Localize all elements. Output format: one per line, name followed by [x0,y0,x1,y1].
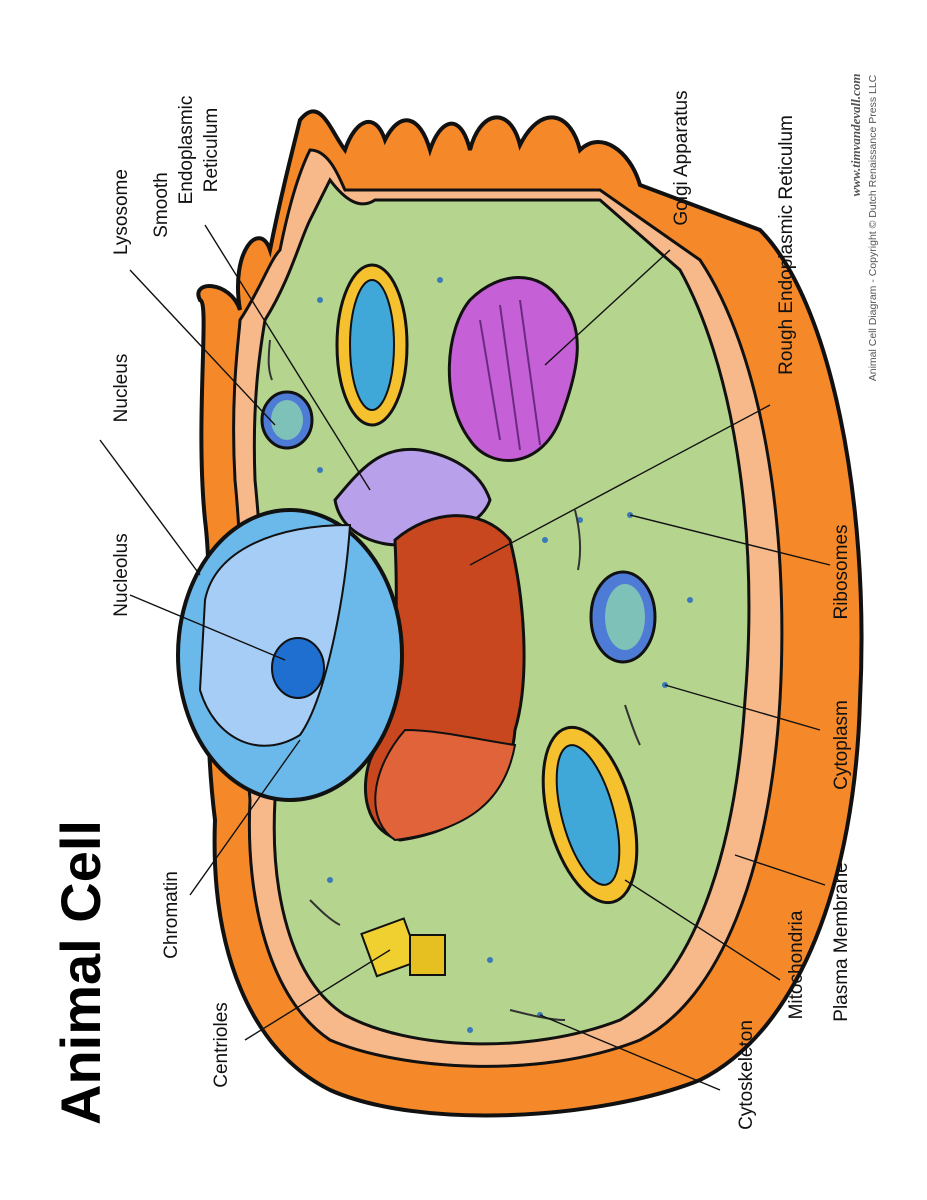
label-mitochondria: Mitochondria [786,910,807,1019]
lysosome [260,390,314,450]
label-chromatin: Chromatin [161,871,182,959]
label-golgi: Golgi Apparatus [671,90,692,225]
nucleolus [271,637,325,699]
label-ser-line1: Smooth [151,172,172,237]
copyright-credit: Animal Cell Diagram - Copyright © Dutch … [867,74,879,381]
label-lysosome: Lysosome [111,169,132,255]
label-centrioles: Centrioles [211,1002,232,1088]
website-credit: www.timvandevall.com [848,73,863,196]
golgi-apparatus [447,276,579,462]
label-ser-line2: Endoplasmic [176,96,197,205]
label-cytoplasm: Cytoplasm [831,700,852,790]
label-cytoskeleton: Cytoskeleton [736,1020,757,1130]
label-plasma-membrane: Plasma Membrane [831,862,852,1021]
cytoskeleton [267,339,641,1021]
centrioles [360,917,446,978]
label-nucleus: Nucleus [111,354,132,423]
label-nucleolus: Nucleolus [111,533,132,616]
rer-lower-fold [374,728,517,842]
nucleus [176,508,404,802]
label-ser-line3: Reticulum [201,108,222,192]
label-rer: Rough Endoplasmic Reticulum [776,115,797,375]
mitochondrion [335,263,409,427]
page-title: Animal Cell [49,820,112,1125]
lysosome [589,570,657,664]
leader-lines [99,224,831,1091]
label-ribosomes: Ribosomes [831,524,852,619]
mitochondrion [541,725,639,905]
